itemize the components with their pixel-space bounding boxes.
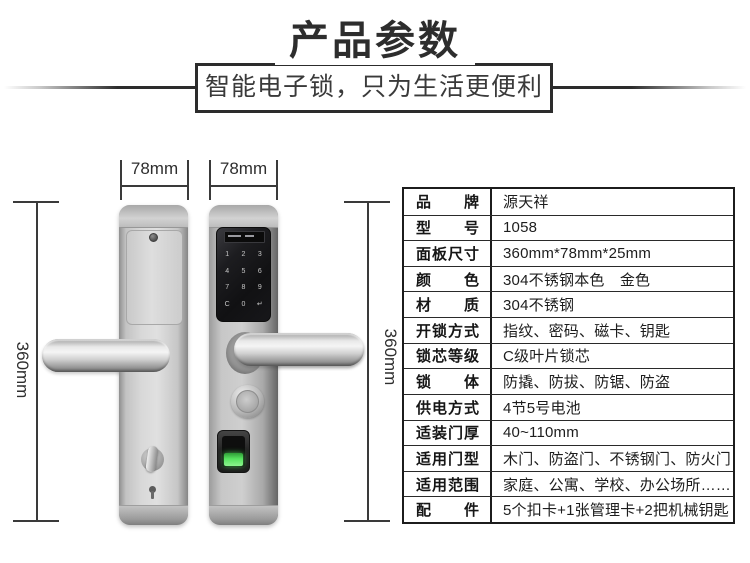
display-glyphs [228, 235, 241, 237]
header-rule-left [0, 86, 196, 89]
spec-label: 品牌 [416, 194, 479, 212]
dim-line-width-front [209, 185, 278, 187]
dim-label-height-left: 360mm [13, 341, 32, 399]
key-3: 3 [257, 250, 262, 258]
dim-tick-width-back-r [187, 160, 189, 200]
dim-label-width-back: 78mm [130, 159, 179, 178]
table-row: 颜色 304不锈钢本色 金色 [404, 265, 733, 292]
keypad-keys: 1 2 3 4 5 6 7 8 9 C 0 ↵ [219, 246, 268, 313]
dim-tick-width-front-r [276, 160, 278, 200]
plate-cap [119, 205, 188, 228]
plate-cap [209, 505, 278, 525]
spec-label: 材质 [416, 297, 479, 315]
dim-line-height-left [36, 202, 38, 522]
table-row: 锁芯等级 C级叶片锁芯 [404, 342, 733, 369]
key-8: 8 [241, 284, 246, 292]
spec-label: 适用范围 [416, 476, 479, 494]
page-title: 产品参数 [275, 18, 475, 65]
dim-tick-bottom-left [13, 520, 59, 522]
spec-label: 面板尺寸 [416, 246, 479, 264]
key-5: 5 [241, 267, 246, 275]
dim-tick-top-right [344, 201, 390, 203]
table-row: 锁体 防撬、防拔、防锯、防盗 [404, 368, 733, 394]
spec-label: 供电方式 [416, 399, 479, 417]
dim-tick-bottom-right [344, 520, 390, 522]
key-1: 1 [225, 250, 230, 258]
dim-line-height-right [367, 202, 369, 522]
spec-value: 木门、防盗门、不锈钢门、防火门 [503, 450, 732, 468]
spec-value: 防撬、防拔、防锯、防盗 [503, 374, 671, 392]
spec-label: 型号 [416, 220, 479, 238]
door-handle-back-bar [42, 339, 170, 372]
spec-table: 品牌 源天祥 型号 1058 面板尺寸 360mm*78mm*25mm 颜色 3… [402, 187, 735, 524]
table-row: 适用门型 木门、防盗门、不锈钢门、防火门 [404, 445, 733, 471]
spec-value: 360mm*78mm*25mm [503, 245, 652, 263]
page-title-wrap: 产品参数 [0, 18, 750, 65]
spec-value: 指纹、密码、磁卡、钥匙 [503, 322, 671, 340]
table-row: 开锁方式 指纹、密码、磁卡、钥匙 [404, 317, 733, 343]
key-9: 9 [257, 284, 262, 292]
table-row: 品牌 源天祥 [404, 189, 733, 215]
dim-tick-width-back-l [120, 160, 122, 200]
table-row: 适装门厚 40~110mm [404, 419, 733, 446]
spec-label: 适用门型 [416, 450, 479, 468]
plate-cap [119, 505, 188, 525]
page-subtitle: 智能电子锁，只为生活更便利 [204, 73, 543, 101]
key-2: 2 [241, 250, 246, 258]
spec-label: 开锁方式 [416, 322, 479, 340]
keyhole-icon [149, 486, 156, 493]
key-7: 7 [225, 284, 230, 292]
battery-cover-panel [126, 230, 183, 325]
door-handle-front-bar [234, 333, 364, 366]
spec-value: 源天祥 [503, 194, 549, 212]
spec-value: 家庭、公寓、学校、办公场所…… [503, 476, 732, 494]
spec-value: 40~110mm [503, 424, 579, 442]
table-row: 型号 1058 [404, 214, 733, 241]
plate-cap [209, 205, 278, 228]
key-clear: C [224, 301, 230, 309]
subtitle-box: 智能电子锁，只为生活更便利 [195, 63, 553, 113]
spec-value: 4节5号电池 [503, 399, 581, 417]
table-row: 配件 5个扣卡+1张管理卡+2把机械钥匙 [404, 496, 733, 522]
header-rule-right [552, 86, 750, 89]
spec-label: 适装门厚 [416, 425, 479, 443]
fingerprint-sensor-glow [224, 453, 243, 466]
spec-label: 锁芯等级 [416, 348, 479, 366]
dim-label-width-front: 78mm [219, 159, 268, 178]
spec-label: 配件 [416, 502, 479, 520]
key-0: 0 [241, 301, 246, 309]
key-cylinder-inner [236, 390, 259, 413]
table-row: 供电方式 4节5号电池 [404, 393, 733, 420]
table-row: 材质 304不锈钢 [404, 291, 733, 318]
dim-line-width-back [120, 185, 189, 187]
spec-label: 锁体 [416, 374, 479, 392]
key-6: 6 [257, 267, 262, 275]
dim-tick-width-front-l [209, 160, 211, 200]
spec-value: 304不锈钢本色 金色 [503, 271, 651, 289]
table-row: 适用范围 家庭、公寓、学校、办公场所…… [404, 470, 733, 497]
spec-value: C级叶片锁芯 [503, 348, 591, 366]
dim-label-height-right: 360mm [381, 328, 400, 386]
spec-value: 5个扣卡+1张管理卡+2把机械钥匙 [503, 502, 729, 520]
screw-icon [149, 233, 158, 242]
keypad-display [224, 231, 265, 243]
key-4: 4 [225, 267, 230, 275]
table-row: 面板尺寸 360mm*78mm*25mm [404, 240, 733, 266]
spec-value: 304不锈钢 [503, 297, 575, 315]
spec-label: 颜色 [416, 271, 479, 289]
dim-tick-top-left [13, 201, 59, 203]
key-enter-icon: ↵ [256, 301, 263, 309]
keyhole-slot [151, 491, 154, 499]
display-glyphs [245, 235, 254, 237]
spec-value: 1058 [503, 219, 538, 237]
